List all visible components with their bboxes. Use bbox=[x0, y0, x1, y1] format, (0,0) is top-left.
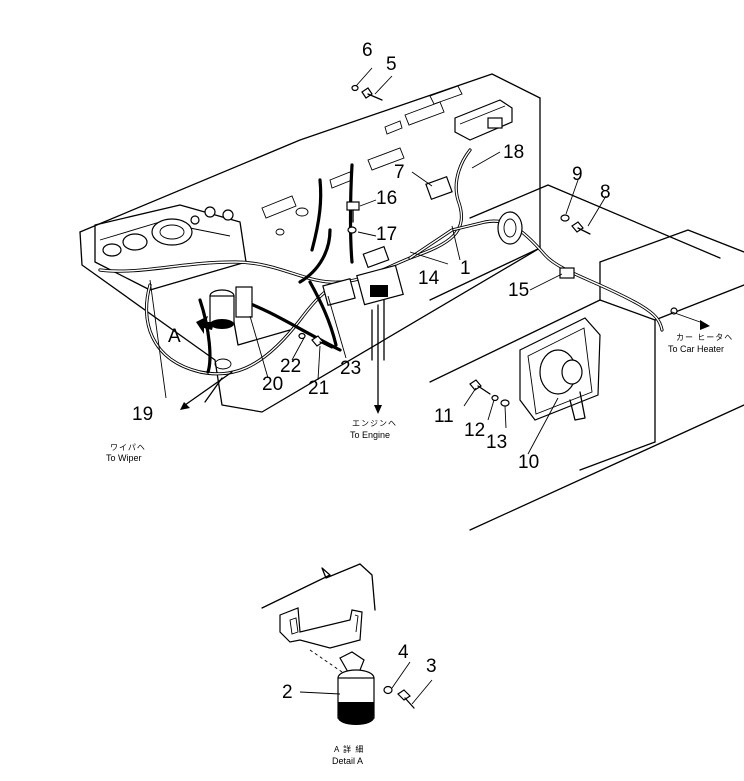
heater-connector bbox=[497, 211, 678, 315]
label-19: 19 bbox=[132, 404, 153, 425]
label-18: 18 bbox=[503, 142, 524, 163]
label-11: 11 bbox=[434, 406, 454, 427]
label-21: 21 bbox=[308, 378, 329, 399]
note-wiper-en: To Wiper bbox=[106, 453, 142, 463]
label-17: 17 bbox=[376, 224, 397, 245]
label-2: 2 bbox=[282, 682, 293, 703]
label-23: 23 bbox=[340, 358, 361, 379]
label-10: 10 bbox=[518, 452, 539, 473]
label-4: 4 bbox=[398, 642, 409, 663]
label-14: 14 bbox=[418, 268, 440, 289]
label-9: 9 bbox=[572, 164, 583, 185]
note-engine-jp: エンジンヘ bbox=[352, 419, 397, 428]
part-number-labels: 6 5 7 18 9 8 16 17 1 14 15 A 22 23 20 21… bbox=[132, 40, 611, 703]
leader-lines bbox=[149, 67, 710, 705]
label-1: 1 bbox=[460, 258, 471, 279]
label-5: 5 bbox=[386, 54, 397, 75]
note-wiper-jp: ワイパヘ bbox=[110, 443, 146, 452]
label-3: 3 bbox=[426, 656, 437, 677]
wiring-harness bbox=[98, 148, 664, 406]
destination-notes: ワイパヘ To Wiper エンジンヘ To Engine カー ヒータヘ To… bbox=[106, 333, 733, 766]
note-heater-jp: カー ヒータヘ bbox=[676, 333, 733, 342]
fasteners bbox=[298, 84, 591, 407]
label-12: 12 bbox=[464, 420, 485, 441]
note-detail-en: Detail A bbox=[332, 756, 363, 766]
detail-a-drawing bbox=[261, 563, 415, 725]
label-16: 16 bbox=[376, 188, 397, 209]
note-engine-en: To Engine bbox=[350, 430, 390, 440]
label-13: 13 bbox=[486, 432, 507, 453]
horn-speaker bbox=[519, 317, 601, 421]
label-22: 22 bbox=[280, 356, 301, 377]
label-7: 7 bbox=[394, 162, 405, 183]
label-a-marker: A bbox=[168, 326, 181, 347]
note-heater-en: To Car Heater bbox=[668, 344, 724, 354]
label-8: 8 bbox=[600, 182, 611, 203]
note-detail-jp: A 詳 細 bbox=[334, 744, 364, 754]
instrument-panel-body bbox=[79, 73, 541, 413]
label-20: 20 bbox=[262, 374, 283, 395]
floor-panel bbox=[429, 184, 744, 531]
label-15: 15 bbox=[508, 280, 529, 301]
label-6: 6 bbox=[362, 40, 373, 61]
